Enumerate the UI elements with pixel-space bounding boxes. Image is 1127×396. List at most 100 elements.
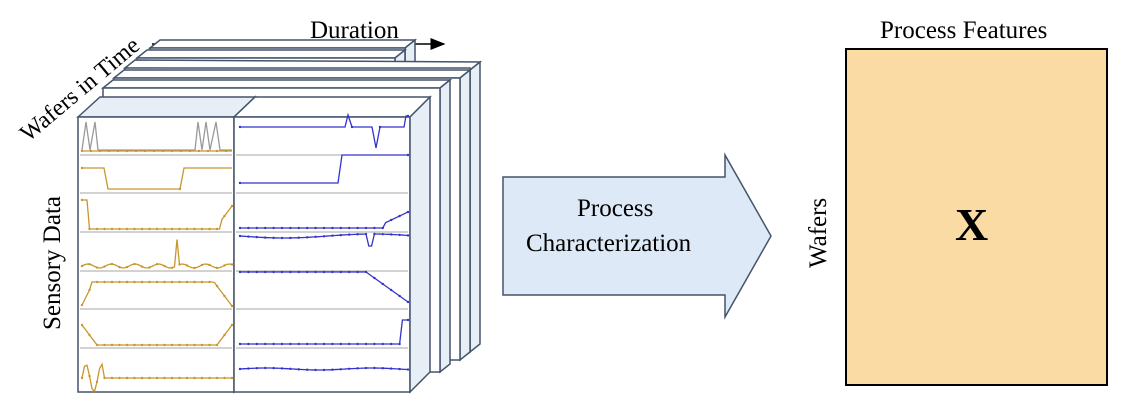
gold-trace-row7-point xyxy=(230,376,234,380)
gold-trace-row7-point xyxy=(193,376,196,380)
gold-trace-row1-point xyxy=(125,149,129,153)
gold-trace-row6-point xyxy=(155,343,159,347)
gold-trace-row4-point xyxy=(208,263,211,267)
gold-trace-row7-point xyxy=(140,376,144,380)
gold-trace-row7-point xyxy=(110,376,114,380)
gold-trace-row6-point xyxy=(208,343,211,347)
gold-trace-row4-point xyxy=(230,263,234,266)
blue-trace-row7-point xyxy=(238,367,242,371)
gold-trace-row6-point xyxy=(193,343,196,347)
gold-trace-row4-point xyxy=(103,265,106,268)
gold-trace-row4-point xyxy=(185,264,189,267)
gold-trace-row7-point xyxy=(155,376,159,380)
gold-trace-row3-point xyxy=(125,227,129,231)
gold-trace-row2 xyxy=(82,167,232,190)
gold-trace-row4-point xyxy=(215,266,219,270)
gold-trace-row5-point xyxy=(110,280,114,284)
blue-trace-row3-point xyxy=(322,226,326,230)
gold-trace-row1-point xyxy=(80,149,84,153)
wafer-slice-side xyxy=(459,68,471,362)
blue-trace-row5-point xyxy=(289,270,292,274)
gold-trace-row3-point xyxy=(95,227,99,231)
blue-trace-row4-point xyxy=(348,233,351,236)
wafer-slice-top xyxy=(134,49,408,59)
gold-trace-row5-point xyxy=(80,303,84,307)
gold-trace-row7-point xyxy=(125,376,129,380)
gold-trace-row3-point xyxy=(133,227,136,231)
blue-trace-row3-point xyxy=(280,226,284,230)
blue-trace-row4-point xyxy=(247,235,250,238)
gold-trace-row7-point xyxy=(163,376,166,380)
blue-trace-row5-point xyxy=(364,270,368,274)
gold-trace-row6-point xyxy=(215,343,219,347)
gold-trace-row7-point xyxy=(118,376,121,380)
gold-trace-row1-point xyxy=(107,149,111,153)
blue-trace-row7-point xyxy=(272,366,275,370)
blue-trace-row4-point xyxy=(322,235,326,238)
gold-trace-row3-point xyxy=(118,227,121,231)
arrow-label-line2: Characterization xyxy=(526,230,692,257)
blue-trace-row7-point xyxy=(322,368,326,372)
gold-trace-row7-point xyxy=(223,376,226,380)
gold-trace-row6-point xyxy=(200,343,204,347)
blue-trace-row3-point xyxy=(331,226,334,230)
gold-trace-row5-point xyxy=(163,280,166,284)
blue-trace-row4-point xyxy=(272,236,275,240)
blue-trace-row2 xyxy=(240,154,408,184)
blue-trace-row1-point xyxy=(406,114,410,118)
front-slice-right-panel xyxy=(232,95,432,394)
sensory-data-label: Sensory Data xyxy=(39,196,66,330)
gold-trace-row1-point xyxy=(89,149,93,153)
gold-trace-row6-point xyxy=(118,343,121,347)
gold-trace-row3-point xyxy=(215,227,219,231)
blue-trace-row7-point xyxy=(331,368,334,371)
blue-trace-row4-point xyxy=(331,234,334,237)
blue-trace-row6-point xyxy=(297,342,300,346)
gold-trace-row1-point xyxy=(224,149,228,153)
blue-trace-row5-point xyxy=(264,270,267,274)
blue-trace-row3-point xyxy=(238,226,242,230)
gold-trace-row3-point xyxy=(170,227,174,231)
gold-trace-row5-point xyxy=(148,280,151,284)
blue-trace-row5-point xyxy=(390,288,393,292)
blue-trace-row5-point xyxy=(373,276,376,280)
blue-trace-row3-point xyxy=(373,226,376,230)
gold-trace-row3-point xyxy=(110,227,114,231)
blue-trace-row4-point xyxy=(255,235,258,239)
blue-trace-row4-point xyxy=(264,236,267,239)
gold-trace-row7-point xyxy=(185,376,189,380)
gold-trace-row6-point xyxy=(185,343,189,347)
blue-trace-row3-point xyxy=(356,226,359,230)
gold-trace-row6-point xyxy=(140,343,144,347)
gold-trace-row4-point xyxy=(110,262,114,266)
blue-trace-row4-point xyxy=(306,236,309,239)
wafer-slice-top xyxy=(100,79,453,89)
gold-trace-row4-point xyxy=(88,262,91,266)
gold-trace-row5-point xyxy=(200,280,204,284)
blue-trace-row3-point xyxy=(339,226,342,230)
gold-trace-row4-point xyxy=(155,262,159,266)
blue-trace-row6-point xyxy=(398,342,401,346)
gold-trace-row1-gray xyxy=(81,121,232,151)
blue-trace-row5-point xyxy=(381,282,384,286)
gold-trace-row2-point xyxy=(80,166,84,170)
gold-trace-row7-point xyxy=(200,376,204,380)
gold-trace-row5-point xyxy=(170,280,174,284)
blue-trace-row4-point xyxy=(364,232,368,236)
blue-trace-row1 xyxy=(240,112,408,149)
gold-trace-row1-point xyxy=(170,149,174,153)
gold-trace-row7-point xyxy=(103,376,106,380)
gold-trace-row7-point xyxy=(178,376,181,380)
gold-trace-row2-point xyxy=(178,187,182,191)
gold-trace-row5-point xyxy=(193,280,196,284)
blue-trace-row7-point xyxy=(314,368,317,372)
blue-trace-row7-point xyxy=(373,366,376,370)
blue-trace-row3-point xyxy=(247,226,250,230)
gold-trace-row6-point xyxy=(103,343,106,347)
blue-trace-row7-point xyxy=(390,367,393,370)
gold-trace-row7-point xyxy=(133,376,136,380)
gold-trace-row5-point xyxy=(230,304,234,308)
blue-trace-row3-point xyxy=(306,226,309,230)
gold-trace-row6-point xyxy=(230,323,234,327)
